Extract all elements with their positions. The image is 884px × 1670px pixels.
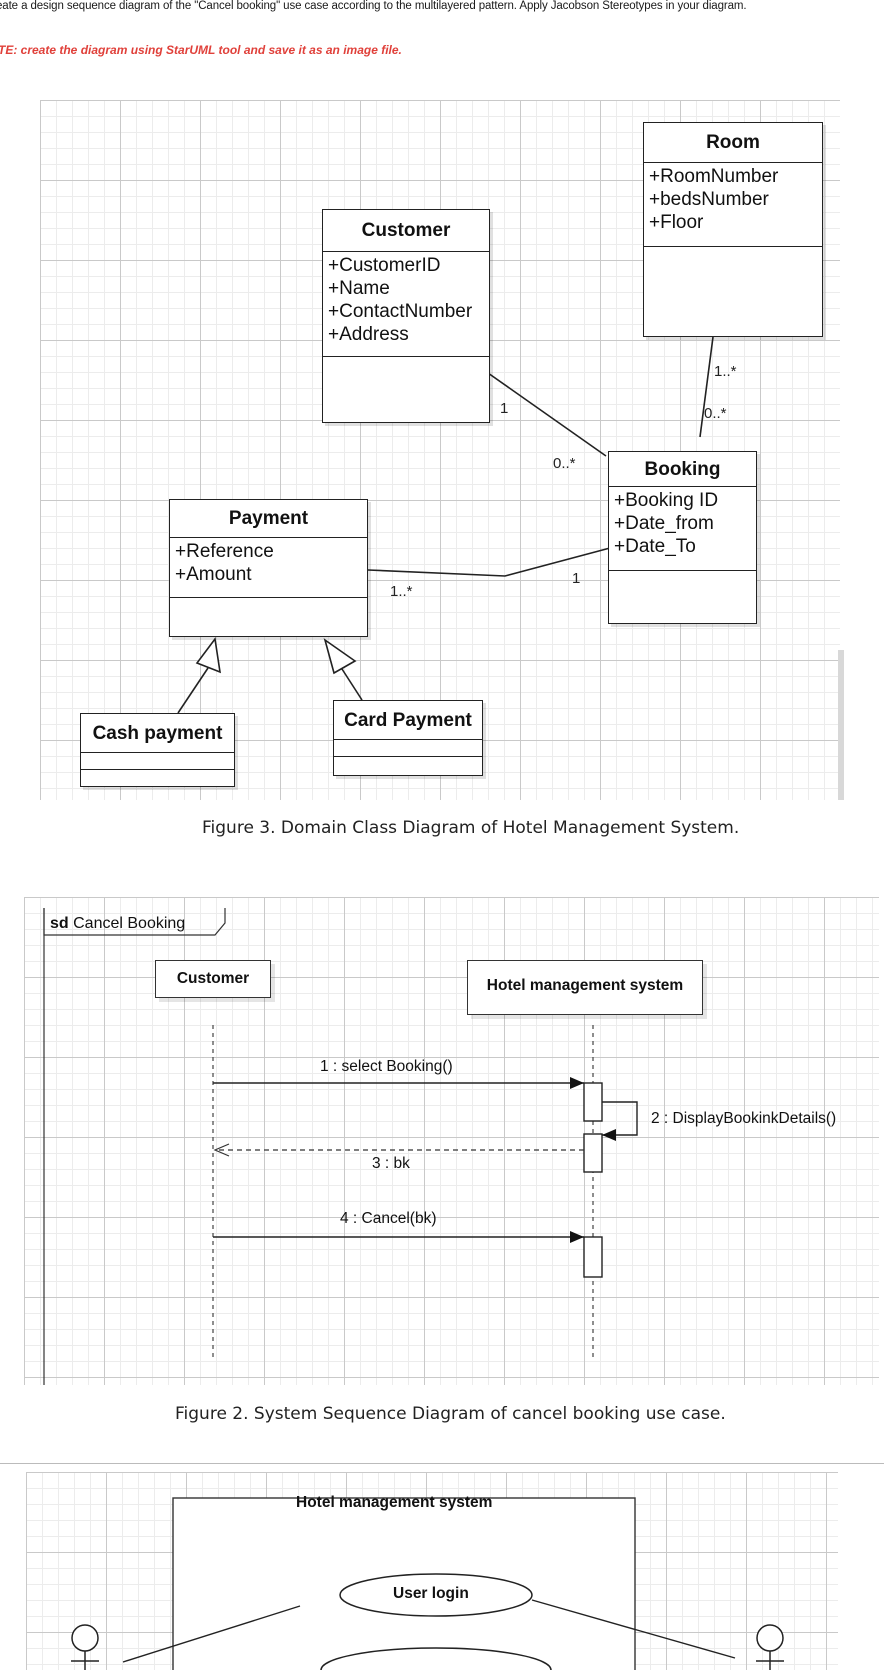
multiplicity-payment: 1..* [390, 583, 413, 600]
use-case-system-name: Hotel management system [296, 1494, 493, 1511]
room-attributes: +RoomNumber +bedsNumber +Floor [644, 163, 822, 247]
booking-class[interactable]: Booking +Booking ID +Date_from +Date_To [608, 451, 757, 624]
cash-payment-class-name: Cash payment [81, 714, 234, 753]
attribute: +Reference [175, 541, 274, 562]
tool-note: TE: create the diagram using StarUML too… [0, 43, 402, 57]
booking-class-name: Booking [609, 452, 756, 487]
caption-strip [4, 802, 884, 850]
assignment-instruction: eate a design sequence diagram of the "C… [0, 0, 747, 12]
right-actor-association [531, 1599, 736, 1659]
association-payment-booking [367, 547, 611, 577]
room-class[interactable]: Room +RoomNumber +bedsNumber +Floor [643, 122, 823, 337]
left-actor-icon [71, 1624, 99, 1670]
payment-class-name: Payment [228, 508, 309, 529]
attribute: +Floor [649, 212, 704, 233]
attribute: +CustomerID [328, 255, 441, 276]
multiplicity-booking-room: 0..* [704, 405, 727, 422]
panel-separator [0, 1463, 884, 1464]
customer-lifeline-head[interactable]: Customer [155, 960, 271, 998]
sd-frame-title: sd Cancel Booking [50, 915, 185, 933]
multiplicity-room: 1..* [714, 363, 737, 380]
cash-payment-class[interactable]: Cash payment [80, 713, 235, 787]
class-diagram-caption: Figure 3. Domain Class Diagram of Hotel … [202, 818, 740, 838]
system-lifeline-label: Hotel management system [486, 977, 684, 994]
message-2-arrow [602, 1101, 638, 1136]
attribute: +Date_To [614, 536, 696, 557]
use-case-partial [320, 1647, 552, 1670]
multiplicity-booking-payment: 1 [572, 570, 581, 587]
canvas-edge [838, 650, 844, 800]
cash-payment-attributes [81, 753, 234, 770]
generalization-card [341, 668, 363, 701]
use-case-user-login [339, 1573, 533, 1617]
system-lifeline-head[interactable]: Hotel management system [467, 960, 703, 1015]
multiplicity-customer: 1 [500, 400, 509, 417]
activation-2 [583, 1133, 603, 1173]
right-actor-icon [756, 1624, 784, 1670]
generalization-cash [177, 667, 209, 714]
card-payment-class-name: Card Payment [334, 701, 482, 740]
card-payment-class[interactable]: Card Payment [333, 700, 483, 776]
payment-attributes: +Reference +Amount [170, 537, 367, 598]
customer-attributes: +CustomerID +Name +ContactNumber +Addres… [323, 252, 489, 357]
message-1-arrowhead [570, 1077, 584, 1089]
sequence-diagram-canvas [24, 897, 879, 1452]
activation-3 [583, 1236, 603, 1278]
generalization-arrowhead-card [323, 638, 357, 675]
sd-name: Cancel Booking [73, 915, 186, 932]
card-payment-attributes [334, 740, 482, 757]
booking-attributes: +Booking ID +Date_from +Date_To [609, 487, 756, 571]
attribute: +Date_from [614, 513, 714, 534]
attribute: +Booking ID [614, 490, 719, 511]
message-4-arrowhead [570, 1231, 584, 1243]
attribute: +RoomNumber [649, 166, 779, 187]
attribute: +Amount [175, 564, 252, 585]
sequence-diagram-graphics [43, 908, 638, 1385]
message-3-arrowhead [213, 1143, 230, 1157]
attribute: +Name [328, 278, 390, 299]
sequence-caption-strip [24, 1385, 879, 1452]
message-2-label: 2 : DisplayBookinkDetails() [651, 1110, 837, 1127]
customer-class[interactable]: Customer +CustomerID +Name +ContactNumbe… [322, 209, 490, 423]
customer-class-name: Customer [323, 210, 489, 252]
customer-lifeline-label: Customer [176, 970, 250, 987]
use-case-user-login-label[interactable]: User login [393, 1585, 469, 1602]
payment-class[interactable]: Payment +Reference +Amount [169, 499, 368, 637]
message-2-arrowhead [602, 1129, 616, 1141]
sequence-diagram-caption: Figure 2. System Sequence Diagram of can… [175, 1404, 726, 1424]
multiplicity-booking-customer: 0..* [553, 455, 576, 472]
message-1-label: 1 : select Booking() [320, 1058, 453, 1075]
room-class-name: Room [644, 123, 822, 163]
sd-frame-tab [43, 908, 226, 936]
association-customer-booking [487, 372, 607, 457]
association-room-booking [699, 336, 714, 438]
left-actor-association [122, 1605, 301, 1663]
attribute: +bedsNumber [649, 189, 769, 210]
class-diagram-connectors [177, 336, 714, 714]
message-3-label: 3 : bk [372, 1155, 410, 1172]
generalization-arrowhead-cash [195, 636, 221, 674]
sd-keyword: sd [50, 915, 69, 932]
use-case-graphics [71, 1497, 784, 1670]
attribute: +ContactNumber [328, 301, 473, 322]
message-4-label: 4 : Cancel(bk) [340, 1210, 437, 1227]
attribute: +Address [328, 324, 409, 345]
activation-1 [583, 1082, 603, 1122]
